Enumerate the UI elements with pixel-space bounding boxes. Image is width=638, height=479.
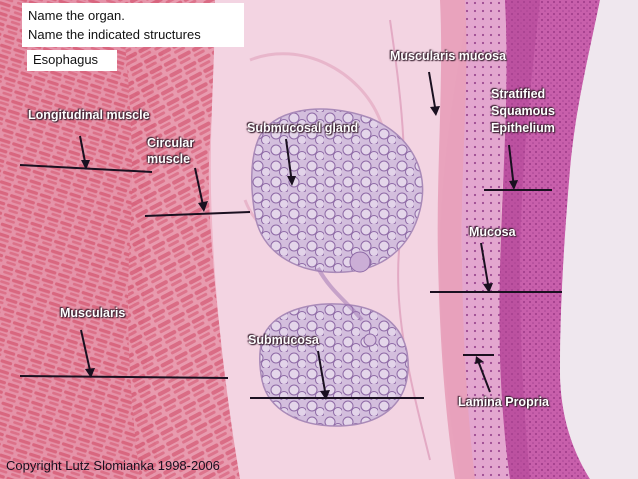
label-epithelium-line3: Epithelium (491, 121, 555, 135)
label-submucosal-gland: Submucosal gland (247, 121, 359, 135)
answer-text: Esophagus (33, 52, 99, 67)
question-line-2: Name the indicated structures (28, 27, 201, 42)
question-box: Name the organ. Name the indicated struc… (22, 3, 244, 47)
label-muscularis: Muscularis (60, 306, 126, 320)
muscularis-bar (19, 375, 229, 379)
label-muscularis-mucosa: Muscularis mucosa (390, 49, 507, 63)
question-line-1: Name the organ. (28, 8, 125, 23)
muscularis-pointer (80, 329, 92, 376)
circular-muscle-bar (144, 211, 251, 217)
longitudinal-muscle-region (0, 0, 170, 479)
lumen-region (560, 0, 638, 479)
muscularis-mucosa-band (437, 0, 480, 479)
copyright-notice: Copyright Lutz Slomianka 1998-2006 (6, 458, 220, 473)
label-circular-muscle-line2: muscle (147, 152, 191, 166)
submucosa-pointer (317, 350, 327, 398)
label-epithelium-line1: Stratified (491, 87, 546, 101)
muscularis-mucosa-pointer (428, 71, 437, 114)
submucosal-gland-lower (259, 303, 409, 427)
label-mucosa: Mucosa (469, 225, 516, 239)
label-epithelium-line2: Squamous (491, 104, 555, 118)
label-submucosa: Submucosa (248, 333, 319, 347)
submucosal-gland-upper (251, 108, 424, 274)
circular-muscle-region (120, 0, 245, 479)
lamina-propria-pointer (476, 357, 491, 393)
mucosa-pointer (480, 242, 490, 291)
label-circular-muscle-line1: Circular (147, 136, 195, 150)
submucosal-gland-pointer (285, 138, 293, 184)
label-longitudinal-muscle: Longitudinal muscle (28, 108, 150, 122)
answer-box: Esophagus (27, 50, 117, 71)
pointer-arrowheads (81, 106, 518, 400)
label-lamina-propria: Lamina Propria (458, 395, 549, 409)
